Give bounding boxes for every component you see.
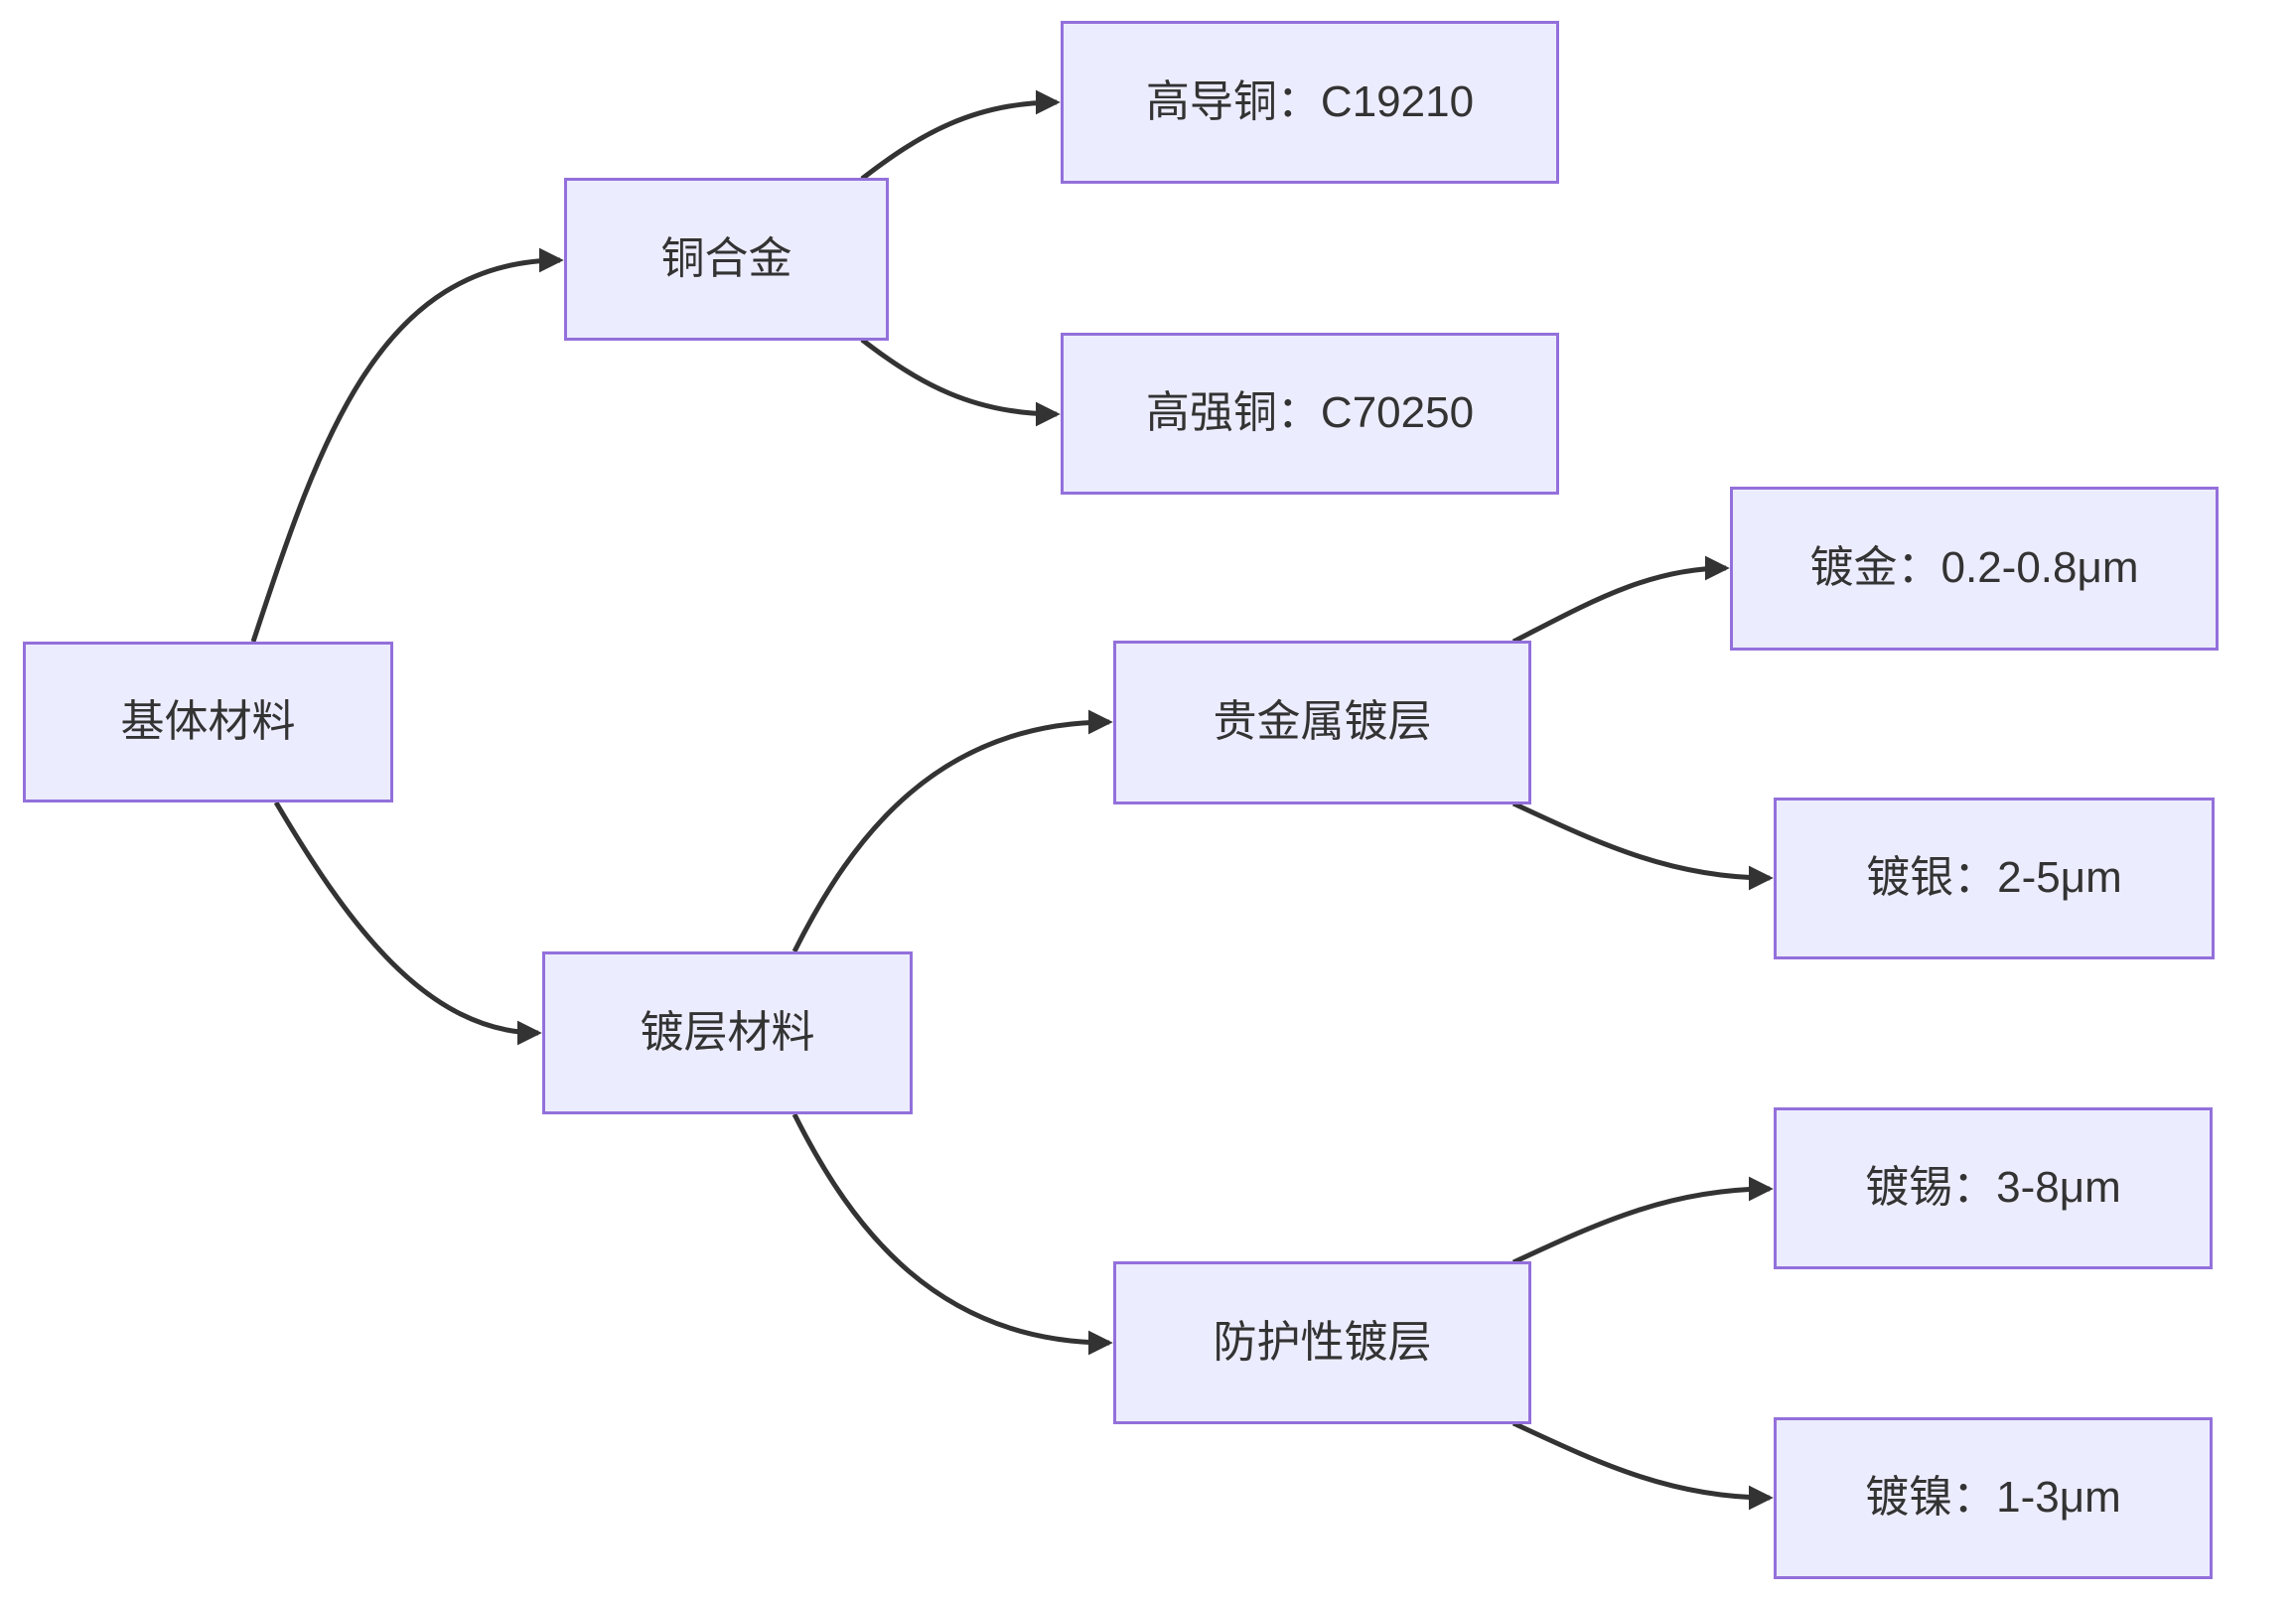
node-protective-coating: 防护性镀层 [1113,1261,1531,1424]
edge-coating-to-protective [791,1112,1113,1356]
node-base-material: 基体材料 [23,642,393,802]
node-copper-alloy: 铜合金 [564,178,889,341]
edge-base-to-copper-alloy [250,247,564,643]
edge-protective-to-nickel [1511,1420,1774,1511]
node-coating-material: 镀层材料 [542,951,913,1114]
edge-precious-to-silver [1511,801,1774,891]
edge-base-to-coating-material [273,801,542,1046]
node-high-strength-copper: 高强铜：C70250 [1061,333,1559,495]
edge-copper-alloy-to-high-conductivity [860,89,1061,181]
node-gold-plating: 镀金：0.2-0.8μm [1730,487,2219,651]
node-high-conductivity-copper: 高导铜：C19210 [1061,21,1559,184]
edge-precious-to-gold [1511,555,1730,645]
node-precious-metal-coating: 贵金属镀层 [1113,641,1531,804]
edge-coating-to-precious-metal [791,709,1113,953]
edge-copper-alloy-to-high-strength [860,338,1061,427]
node-nickel-plating: 镀镍：1-3μm [1774,1417,2213,1579]
node-tin-plating: 镀锡：3-8μm [1774,1107,2213,1269]
edge-protective-to-tin [1511,1176,1774,1265]
node-silver-plating: 镀银：2-5μm [1774,798,2215,959]
